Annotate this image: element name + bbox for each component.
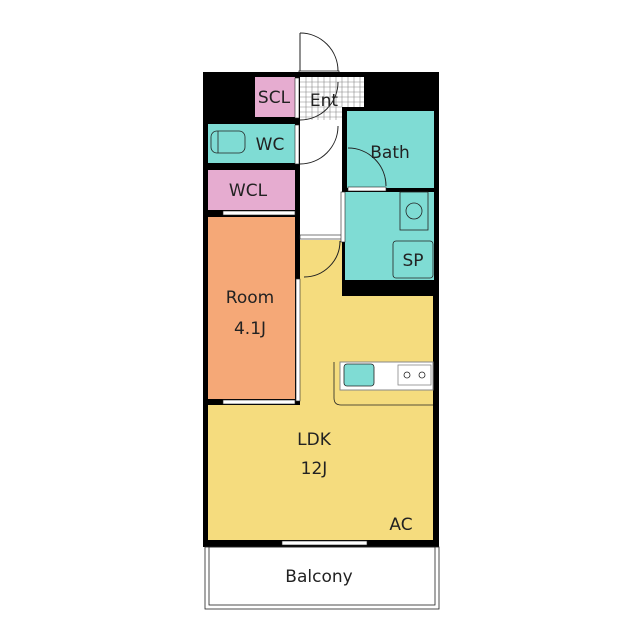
label-bath: Bath [370, 143, 410, 163]
western-room [208, 217, 295, 399]
wc-room [208, 124, 339, 165]
label-room-name: Room [226, 288, 274, 308]
scl-room [255, 77, 295, 117]
balcony [204, 540, 440, 610]
entrance-door [298, 32, 340, 76]
ldk-room [208, 234, 433, 540]
toilet-icon [210, 130, 246, 154]
label-room-size: 4.1J [234, 319, 266, 339]
label-sp: SP [402, 251, 423, 271]
wcl-room [208, 170, 295, 210]
kitchen-counter [333, 361, 434, 406]
entrance-area [299, 77, 364, 121]
label-wcl: WCL [229, 181, 268, 201]
stove-icon [397, 364, 432, 386]
label-scl: SCL [258, 88, 291, 108]
label-ac: AC [389, 515, 412, 535]
label-ldk-name: LDK [297, 430, 332, 450]
washroom [340, 191, 434, 280]
label-wc: WC [256, 135, 285, 155]
label-ent: Ent [310, 91, 339, 111]
label-balcony: Balcony [285, 567, 352, 587]
label-ldk-size: 12J [301, 459, 328, 479]
kitchen-sink-icon [343, 363, 375, 387]
bath-room [347, 111, 434, 192]
sink-icon [399, 191, 429, 231]
